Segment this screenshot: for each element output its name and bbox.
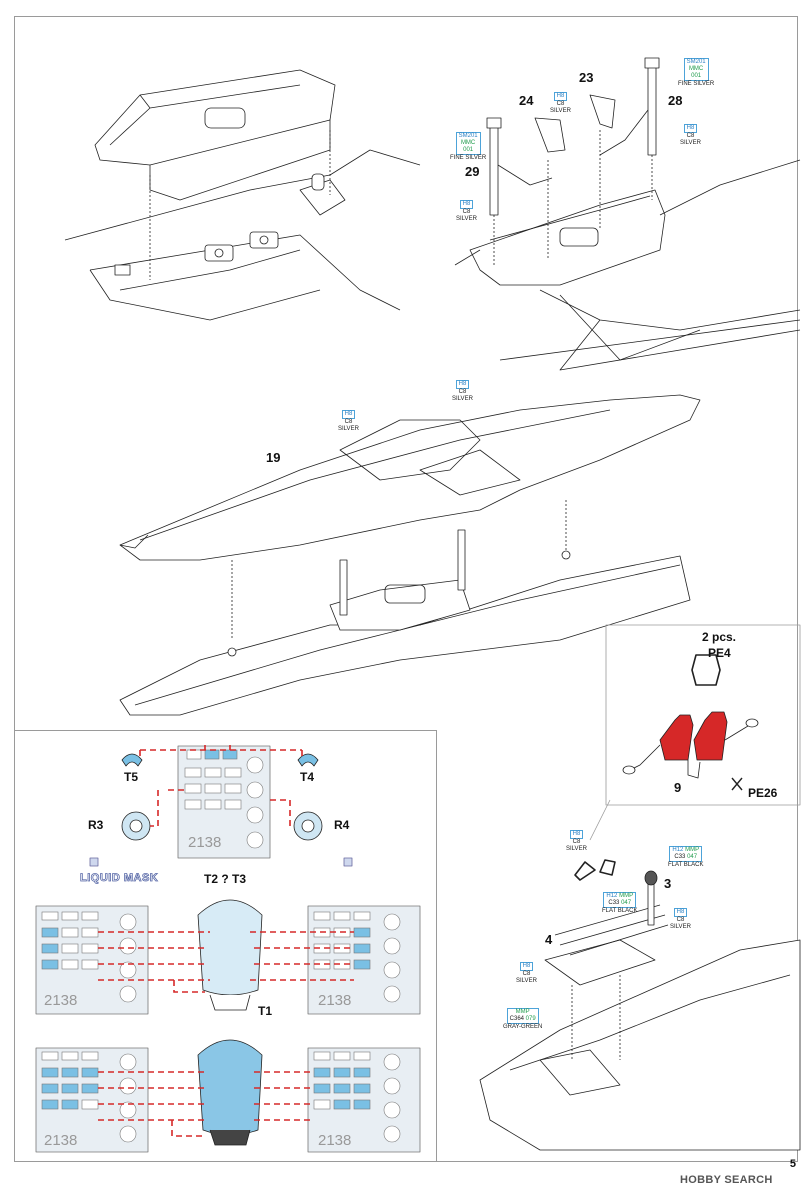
diagram-wing	[119, 394, 701, 716]
step-19-label: 19	[266, 450, 281, 465]
diagram-top-right	[454, 57, 801, 371]
mask-sheet-left2-cells	[41, 1051, 137, 1143]
pe-quantity-label: 2 pcs.	[702, 630, 737, 644]
liquid-mask-label: LIQUID MASK	[80, 872, 159, 885]
section-divider-vertical	[436, 730, 437, 1162]
step-23-label: 23	[579, 70, 594, 85]
mask-sheet-number-right: 2138	[318, 992, 352, 1009]
mask-r3-label: R3	[88, 818, 104, 832]
mask-sheet-right2-cells	[313, 1051, 401, 1143]
step-24-label: 24	[519, 93, 534, 108]
step-9-label: 9	[674, 780, 682, 795]
section-divider-horizontal	[14, 730, 436, 731]
mask-sheet-number-left-2: 2138	[44, 1132, 78, 1149]
mask-r4-label: R4	[334, 818, 350, 832]
diagram-top-left	[64, 69, 421, 321]
mask-t4-label: T4	[300, 770, 315, 784]
mask-t2-t3-label: T2 ? T3	[204, 872, 247, 886]
mask-sheet-number-right-2: 2138	[318, 1132, 352, 1149]
step-28-label: 28	[668, 93, 683, 108]
diagram-pe-detail	[589, 624, 801, 841]
pe4-label: PE4	[708, 646, 731, 660]
step-4-label: 4	[545, 932, 553, 947]
mask-sheet-left-cells	[41, 911, 137, 1003]
page-frame	[14, 16, 798, 1162]
step-3-label: 3	[664, 876, 672, 891]
mask-t1-label: T1	[258, 1004, 273, 1018]
pe26-label: PE26	[748, 786, 778, 800]
mask-sheet-number-left: 2138	[44, 992, 78, 1009]
step-29-label: 29	[465, 164, 480, 179]
mask-sheet-top-cells	[184, 749, 264, 849]
diagram-guns	[479, 859, 801, 1151]
page-number: 5	[789, 1158, 796, 1170]
watermark-text: HOBBY SEARCH	[680, 1174, 773, 1186]
mask-guide-lines	[98, 745, 354, 1137]
mask-t5-label: T5	[124, 770, 139, 784]
mask-sheet-number-top: 2138	[188, 834, 222, 851]
